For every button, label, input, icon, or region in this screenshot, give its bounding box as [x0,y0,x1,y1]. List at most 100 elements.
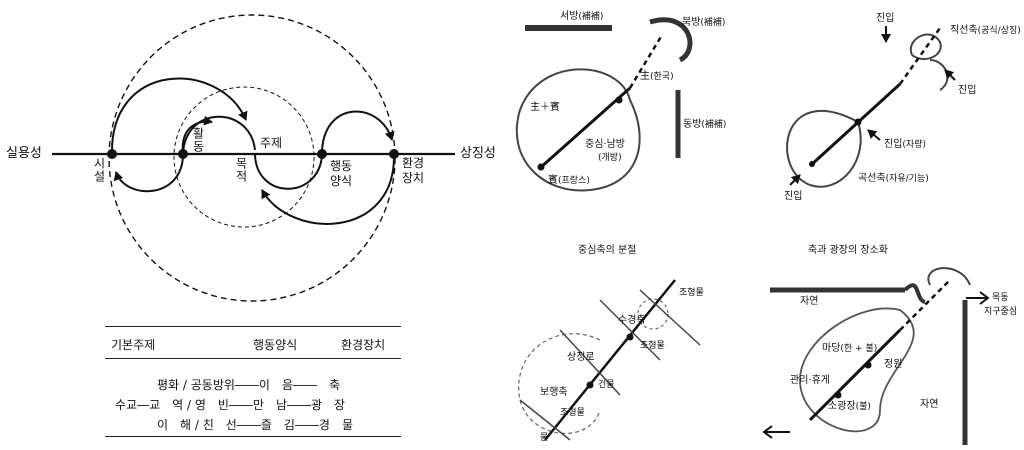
br-plaza: 소광장(불) [828,401,871,412]
node-label-purpose: 목적 [234,157,248,183]
bl-title: 중심축의 분절 [578,245,637,256]
arc-left-inner [181,115,213,155]
br-target: 목동 [992,293,1009,303]
bl-axis [544,279,676,441]
bl-building: 건물 [598,380,615,390]
table-header-env: 환경장치 [341,338,386,352]
table-row-2: 수교―교 역 / 영 빈――만 남――광 장 [115,398,346,412]
behavior-label-1: 행동 [330,159,353,173]
panel-bottom-left [518,279,701,441]
arc-activity-to-subject [182,115,256,155]
panel-top-right [786,26,956,188]
bl-walkway: 보행축 [540,387,568,398]
table-row-3: 이 해 / 친 선――즐 김――경 물 [157,418,353,432]
table-top-rule [105,326,401,327]
arrow-entry-mid [867,129,881,141]
arc-behavior-to-env [321,110,395,155]
bl-cross-2 [599,299,661,361]
node-activity [178,149,188,159]
bl-cross-4 [519,399,571,441]
dashed-circle-bl-2 [637,298,669,330]
straight-axis-solid [808,82,902,168]
arc-facility-to-purpose [110,77,248,155]
arc-subject-to-behavior [254,153,323,190]
tr-axis-straight: 직선축(공식/상징) [950,25,1021,36]
br-yard: 마당(한 + 불) [822,343,878,354]
node-environment [389,149,399,159]
node-label-activity: 활동 [191,127,205,153]
tr-entry-top: 진입 [876,13,895,24]
br-axis-dashed [899,279,951,331]
axis-right-label: 상징성 [460,146,496,161]
curve-axis [786,109,862,188]
loop-right [929,59,949,91]
left-diagram [52,14,455,302]
bl-cross-3 [639,289,701,346]
table-mid-rule [105,358,401,359]
table-header-behavior: 행동양식 [253,338,298,352]
dot-bl-1 [626,333,634,341]
bl-road: 상징로 [567,352,595,363]
br-manage: 관리·휴게 [790,375,830,386]
panel-bottom-right [762,267,990,445]
loop-top [909,33,942,61]
dot-br-1 [864,361,872,369]
axis-dashed [628,34,664,89]
node-behavior [317,149,327,159]
dot-guest [537,163,545,171]
panel-top-left [515,17,693,192]
table-bottom-rule [105,436,401,437]
tl-center-note: (개방) [598,153,622,163]
node-facility [107,149,117,159]
tr-axis-curve: 곡선축(자유/기능) [858,173,929,184]
axis-left-label: 실용성 [6,146,42,161]
arc-activity-to-facility [113,153,184,193]
main-circle [515,68,641,192]
br-garden: 정원 [884,359,903,370]
bl-sculpture-1: 조형물 [679,288,704,298]
tl-center-label: 중심·남방 [585,139,625,150]
axis-solid [539,86,631,170]
arrow-exit [762,425,790,439]
tr-entry-right: 진입 [958,85,977,96]
subject-label: 주제 [260,136,283,150]
dot-tr-low [809,161,815,167]
br-nature-top: 자연 [800,296,819,307]
dot-bl-2 [586,381,594,389]
tl-guest-label: 賓(프랑스) [548,175,590,186]
table-row-1: 평화 / 공동방위――이 음―― 축 [157,378,341,392]
br-target2: 지구중심 [984,307,1018,317]
bl-small: 물 [540,433,549,443]
br-nature-bottom: 자연 [920,399,939,410]
br-title: 축과 광장의 장소화 [808,245,888,256]
tl-west-label: 서방(補補) [560,11,604,22]
behavior-label-2: 양식 [330,174,353,188]
tl-main-plus-label: 主＋賓 [530,102,560,113]
dot-br-2 [834,391,842,399]
environment-label-2: 장치 [402,171,425,185]
table-header-theme: 기본주제 [111,338,156,352]
bl-sculpture-3: 조형물 [560,408,585,418]
br-loop-top [927,267,971,286]
arc-env-to-purpose [261,153,396,225]
arrow-target [966,291,990,305]
inner-dashed-circle [173,86,315,228]
straight-axis-dashed [898,27,942,85]
dot-main [615,96,623,104]
environment-label-1: 환경 [402,156,425,170]
tl-main-label: 主(한국) [640,71,674,82]
tr-entry-mid: 진입(자량) [884,139,926,150]
dot-tr-mid [854,118,862,126]
north-hook [649,17,693,63]
br-area [799,307,915,433]
arrow-entry-bottom [789,174,801,186]
tl-north-label: 북방(補補) [682,17,726,28]
bl-sculpture-2: 조형물 [640,341,665,351]
tl-east-label: 동방(補補) [683,119,727,130]
tr-entry-bottom: 진입 [784,191,803,202]
outer-dashed-circle [108,14,396,302]
arrow-entry-right [944,69,956,81]
bl-waterfront: 수경축 [618,315,646,326]
bl-cross-1 [559,329,621,396]
